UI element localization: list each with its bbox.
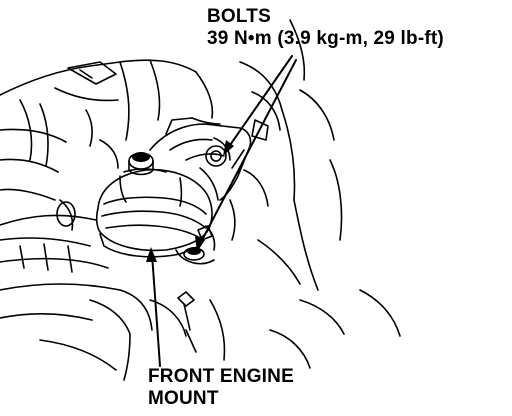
- rubber-mount-body: [95, 168, 213, 258]
- bolts-callout: BOLTS 39 N•m (3.9 kg-m, 29 lb-ft): [207, 6, 444, 50]
- leader-arrowheads: [146, 140, 234, 262]
- bolts-label: BOLTS: [207, 6, 271, 27]
- mount-label-line2: MOUNT: [148, 388, 219, 409]
- mount-label-line1: FRONT ENGINE: [148, 366, 294, 387]
- front-engine-mount-callout: FRONT ENGINE MOUNT: [148, 366, 294, 410]
- mount-bracket: [149, 117, 252, 201]
- bolts-torque-spec: 39 N•m (3.9 kg-m, 29 lb-ft): [207, 28, 444, 49]
- engine-block-outline: [0, 59, 214, 226]
- right-side-housing: [229, 19, 345, 335]
- lower-subframe: [0, 199, 401, 381]
- lower-bolt: [175, 225, 216, 265]
- leader-lines: [151, 55, 297, 367]
